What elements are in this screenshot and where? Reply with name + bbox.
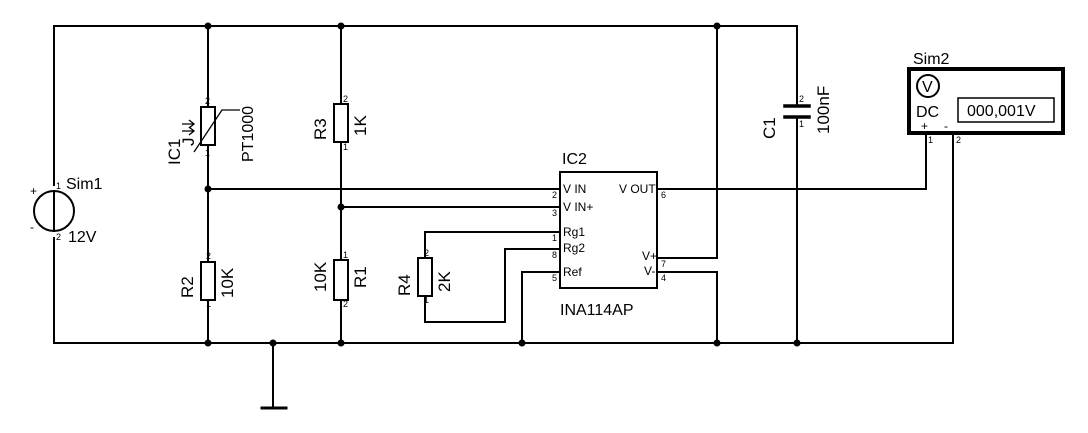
junction-dot — [713, 22, 721, 30]
voltmeter-symbol: V — [922, 79, 933, 96]
resistor-r2: 2 1 R2 10K — [178, 251, 237, 309]
voltmeter-display — [957, 97, 1055, 123]
pin-number: 8 — [552, 250, 557, 260]
capacitor-c1: 2 1 C1 100nF — [760, 86, 833, 139]
pin-number: 1 — [206, 299, 211, 309]
junction-dot — [204, 185, 212, 193]
pin-number: 2 — [206, 251, 211, 261]
pin-label-vminus: V- — [644, 264, 655, 278]
resistor-r4: 2 1 R4 2K — [395, 248, 454, 305]
resistor-name: R3 — [311, 118, 330, 140]
pin-minus-label: - — [30, 220, 34, 234]
amplifier-name: IC2 — [562, 151, 587, 168]
pin-number: 2 — [552, 190, 557, 200]
pin-number: 1 — [424, 295, 429, 305]
pin-number: 2 — [799, 94, 804, 104]
junction-dot — [337, 203, 345, 211]
amplifier-body — [559, 171, 658, 289]
wire-ref — [521, 271, 561, 344]
pin-minus-label: - — [944, 119, 948, 133]
pin-plus-label: + — [921, 119, 928, 133]
pin-label-vout: V OUT — [619, 182, 656, 196]
resistor-value: 2K — [435, 271, 454, 292]
wires — [53, 25, 954, 408]
resistor-r3: 2 1 R3 1K — [311, 94, 370, 152]
junction-dot — [204, 22, 212, 30]
voltmeter-name: Sim2 — [913, 51, 950, 68]
sensor-type: PT1000 — [240, 106, 257, 162]
voltmeter-sim2: Sim2 V DC 000,001V + - 1 2 — [907, 51, 1065, 145]
sensor-pt1000: 2 1 IC1 J PT1000 — [165, 96, 257, 165]
pin-number: 1 — [928, 135, 933, 145]
thermal-arrow-icon — [182, 119, 196, 129]
pin-number: 1 — [343, 142, 348, 152]
junction-dot — [793, 339, 801, 347]
junctions — [204, 22, 801, 347]
resistor-body — [333, 259, 349, 301]
capacitor-value: 100nF — [814, 86, 833, 134]
pin-number: 2 — [956, 135, 961, 145]
resistor-name: R4 — [395, 274, 414, 296]
voltmeter-body — [907, 67, 1065, 135]
wire-rg1 — [424, 231, 561, 259]
pin-number: 6 — [661, 190, 666, 200]
sensor-name: IC1 — [165, 139, 184, 165]
junction-dot — [204, 339, 212, 347]
pin-number: 2 — [343, 94, 348, 104]
pin-number: 1 — [205, 148, 210, 158]
wire-vminus — [656, 271, 718, 344]
resistor-body — [417, 257, 433, 297]
resistor-body — [200, 261, 216, 301]
junction-dot — [337, 339, 345, 347]
source-name: Sim1 — [66, 176, 103, 193]
pin-number: 1 — [343, 250, 348, 260]
thermal-arrow-icon — [182, 126, 196, 136]
pin-label-vplus: V+ — [642, 249, 657, 263]
pin-number: 2 — [424, 248, 429, 258]
pin-number: 3 — [552, 208, 557, 218]
junction-dot — [269, 339, 277, 347]
resistor-body — [333, 103, 349, 143]
pin-number: 2 — [205, 96, 210, 106]
pin-label-rg1: Rg1 — [563, 225, 585, 239]
wire-vout — [656, 135, 927, 190]
junction-dot — [337, 22, 345, 30]
source-value: 12V — [68, 229, 97, 246]
pin-label-vin-minus: V IN — [563, 182, 586, 196]
pin-number: 1 — [552, 233, 557, 243]
junction-dot — [713, 339, 721, 347]
voltmeter-mode: DC — [916, 104, 939, 121]
resistor-name: R2 — [178, 276, 197, 298]
capacitor-name: C1 — [760, 117, 779, 139]
sensor-slash-icon — [193, 109, 240, 153]
sensor-mark: J — [179, 138, 198, 147]
pin-plus-label: + — [30, 184, 37, 198]
wire-vplus — [656, 25, 718, 259]
amplifier-part: INA114AP — [560, 302, 634, 319]
voltmeter-icon — [916, 74, 940, 98]
pin-number: 7 — [661, 259, 666, 269]
wire-rg2 — [424, 248, 561, 323]
pin-number: 4 — [661, 273, 666, 283]
pin-number: 2 — [343, 299, 348, 309]
resistor-value: 10K — [311, 261, 330, 292]
junction-dot — [518, 339, 526, 347]
resistor-r1: 1 2 10K R1 — [311, 250, 370, 309]
sensor-body — [200, 106, 216, 146]
resistor-name: R1 — [351, 266, 370, 288]
pin-label-rg2: Rg2 — [563, 241, 585, 255]
wire-meter-neg — [796, 135, 954, 344]
resistor-value: 1K — [351, 115, 370, 136]
pin-number: 5 — [552, 273, 557, 283]
pin-label-ref: Ref — [563, 265, 582, 279]
pin-label-vin-plus: V IN+ — [563, 200, 593, 214]
amplifier-ina114: IC2 INA114AP V IN V IN+ Rg1 Rg2 Ref V OU… — [552, 151, 666, 319]
resistor-value: 10K — [218, 267, 237, 298]
pin-number: 1 — [799, 119, 804, 129]
pin-number: 2 — [56, 232, 61, 242]
pin-number: 1 — [56, 181, 61, 191]
voltage-source-sim1: Sim1 12V + - 1 2 — [30, 176, 103, 246]
voltmeter-reading: 000,001V — [967, 103, 1036, 120]
